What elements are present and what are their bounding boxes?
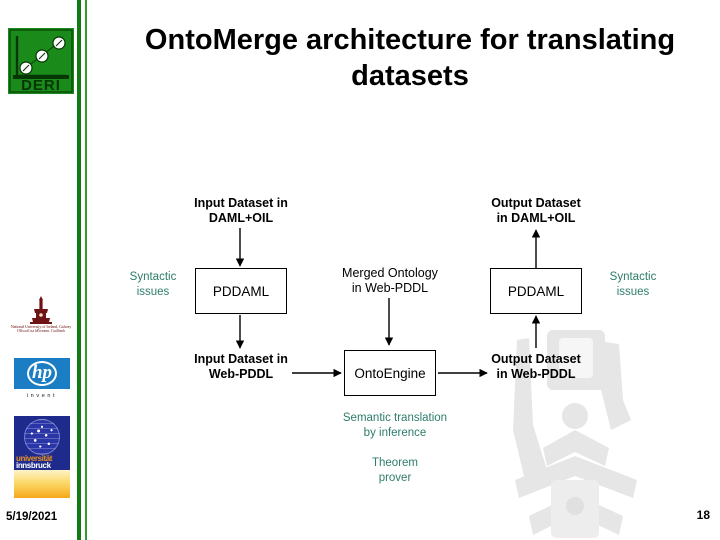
hp-tagline: invent (26, 393, 58, 399)
left-rail-divider-thin (85, 0, 87, 540)
label-merged-ontology: Merged Ontology in Web-PDDL (342, 266, 438, 295)
label-input-dataset-daml: Input Dataset in DAML+OIL (194, 196, 288, 225)
hp-logo-box: hp (14, 358, 70, 389)
node-pddaml-right[interactable]: PDDAML (490, 268, 582, 314)
uibk-word-innsbruck: innsbruck (16, 461, 51, 470)
uibk-logo-top: universität innsbruck (14, 416, 70, 470)
page-title: OntoMerge architecture for translating d… (144, 24, 676, 92)
nui-galway-logo: National University of Ireland, Galway O… (4, 296, 78, 340)
left-rail-divider-thick (77, 0, 81, 540)
footer-page-number: 18 (696, 508, 710, 522)
hp-ellipse-icon (27, 361, 57, 386)
nui-galway-name-english: National University of Ireland, Galway (10, 324, 72, 329)
footer-date: 5/19/2021 (6, 511, 58, 523)
node-ontoengine[interactable]: OntoEngine (344, 350, 436, 396)
nui-galway-crest-icon (30, 296, 52, 324)
deri-logo: DERI (8, 28, 74, 94)
note-syntactic-issues-right: Syntactic issues (609, 271, 657, 298)
uibk-word-universitaet: universität (16, 454, 53, 463)
node-pddaml-right-label: PDDAML (507, 283, 565, 299)
label-input-dataset-webpddl: Input Dataset in Web-PDDL (194, 352, 288, 381)
label-output-dataset-daml: Output Dataset in DAML+OIL (491, 196, 581, 225)
node-pddaml-left-label: PDDAML (212, 283, 270, 299)
nui-galway-name-irish: Ollscoil na hÉireann, Gaillimh (17, 329, 65, 333)
universitaet-innsbruck-logo: universität innsbruck (14, 416, 70, 498)
note-semantic-translation: Semantic translation by inference (342, 412, 448, 439)
hp-invent-logo: hp invent (14, 358, 70, 402)
svg-text:DERI: DERI (21, 77, 61, 94)
node-pddaml-left[interactable]: PDDAML (195, 268, 287, 314)
note-theorem-prover: Theorem prover (371, 457, 419, 484)
uibk-logo-bottom-gradient (14, 470, 70, 498)
hp-letters: hp (31, 362, 53, 383)
globe-icon (24, 419, 60, 455)
label-output-dataset-webpddl: Output Dataset in Web-PDDL (491, 352, 581, 381)
node-ontoengine-label: OntoEngine (354, 365, 426, 381)
note-syntactic-issues-left: Syntactic issues (129, 271, 177, 298)
